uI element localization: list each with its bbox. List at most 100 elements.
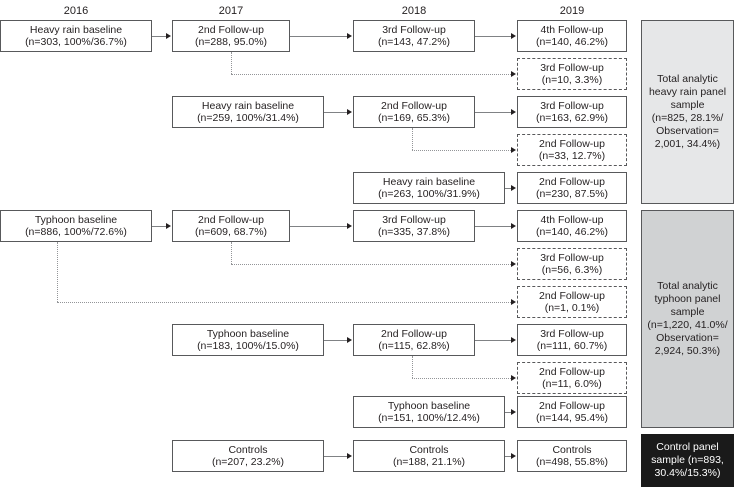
node-title: 3rd Follow-up [540,251,604,264]
node-title: 2nd Follow-up [539,365,605,378]
panel-line: 30.4%/15.3%) [654,467,721,479]
node-typhoon-baseline-2017[interactable]: Typhoon baseline (n=183, 100%/15.0%) [172,324,324,356]
node-stats: (n=288, 95.0%) [194,36,268,48]
node-typhoon-3rd-followup-2019[interactable]: 3rd Follow-up (n=111, 60.7%) [517,324,627,356]
year-header-2017: 2017 [218,5,244,17]
node-title: Heavy rain baseline [201,99,295,112]
node-heavy-rain-2nd-followup-2019[interactable]: 2nd Follow-up (n=230, 87.5%) [517,172,627,204]
connector-hr1-2017-2018 [290,36,347,37]
node-stats: (n=151, 100%/12.4%) [378,412,480,424]
node-stats: (n=140, 46.2%) [535,226,609,238]
year-header-2018: 2018 [401,5,427,17]
arrowhead [166,32,171,39]
node-controls-2018[interactable]: Controls (n=188, 21.1%) [353,440,505,472]
node-stats: (n=263, 100%/31.9%) [378,188,480,200]
node-typhoon-dropout-2nd-followup[interactable]: 2nd Follow-up (n=11, 6.0%) [517,362,627,394]
node-typhoon-baseline-2018[interactable]: Typhoon baseline (n=151, 100%/12.4%) [353,396,505,428]
node-title: 2nd Follow-up [381,99,447,112]
arrowhead [511,260,516,267]
node-typhoon-2nd-followup-2018[interactable]: 2nd Follow-up (n=115, 62.8%) [353,324,475,356]
node-title: 2nd Follow-up [539,137,605,150]
node-stats: (n=335, 37.8%) [377,226,451,238]
dropout-connector-hr2-vertical [412,128,413,150]
node-title: 3rd Follow-up [540,99,604,112]
arrowhead [347,336,352,343]
panel-total-heavy-rain-sample: Total analytic heavy rain panel sample (… [641,20,734,204]
panel-line: heavy rain panel [648,86,727,98]
node-typhoon-dropout-3rd-followup[interactable]: 3rd Follow-up (n=56, 6.3%) [517,248,627,280]
node-stats: (n=144, 95.4%) [535,412,609,424]
node-stats: (n=33, 12.7%) [538,150,606,162]
node-controls-2017[interactable]: Controls (n=207, 23.2%) [172,440,324,472]
node-typhoon-2nd-followup-2017[interactable]: 2nd Follow-up (n=609, 68.7%) [172,210,290,242]
node-heavy-rain-2nd-followup-2018[interactable]: 2nd Follow-up (n=169, 65.3%) [353,96,475,128]
node-title: 3rd Follow-up [382,213,446,226]
dropout-connector-ty0-vertical [57,242,58,302]
node-controls-2019[interactable]: Controls (n=498, 55.8%) [517,440,627,472]
node-stats: (n=163, 62.9%) [535,112,609,124]
dropout-connector-hr2-horizontal [412,150,511,151]
dropout-connector-ty2-horizontal [412,378,511,379]
node-stats: (n=230, 87.5%) [535,188,609,200]
arrowhead [347,108,352,115]
node-typhoon-2nd-followup-2019[interactable]: 2nd Follow-up (n=144, 95.4%) [517,396,627,428]
panel-line: (n=825, 28.1%/ [651,112,724,124]
connector-ty2-2018-2019 [475,340,511,341]
arrowhead [511,184,516,191]
node-heavy-rain-baseline-2018[interactable]: Heavy rain baseline (n=263, 100%/31.9%) [353,172,505,204]
connector-ty1-2016-2017 [152,226,166,227]
node-title: 2nd Follow-up [539,175,605,188]
node-stats: (n=10, 3.3%) [541,74,603,86]
node-stats: (n=11, 6.0%) [542,378,602,390]
arrowhead [511,336,516,343]
dropout-connector-ty1-vertical [231,242,232,264]
node-stats: (n=169, 65.3%) [377,112,451,124]
node-heavy-rain-baseline-2016[interactable]: Heavy rain baseline (n=303, 100%/36.7%) [0,20,152,52]
node-title: Typhoon baseline [206,327,290,340]
node-typhoon-4th-followup-2019[interactable]: 4th Follow-up (n=140, 46.2%) [517,210,627,242]
panel-control-sample: Control panel sample (n=893, 30.4%/15.3%… [641,434,734,487]
node-heavy-rain-3rd-followup-2019[interactable]: 3rd Follow-up (n=163, 62.9%) [517,96,627,128]
node-stats: (n=886, 100%/72.6%) [25,226,127,238]
panel-line: Total analytic [657,280,718,292]
node-title: 3rd Follow-up [540,327,604,340]
arrowhead [511,70,516,77]
year-header-2016: 2016 [63,5,89,17]
node-heavy-rain-baseline-2017[interactable]: Heavy rain baseline (n=259, 100%/31.4%) [172,96,324,128]
node-heavy-rain-4th-followup-2019[interactable]: 4th Follow-up (n=140, 46.2%) [517,20,627,52]
panel-line: Total analytic [657,73,718,85]
node-stats: (n=115, 62.8%) [378,340,450,352]
connector-ct-2018-2019 [505,456,511,457]
node-heavy-rain-dropout-3rd-followup[interactable]: 3rd Follow-up (n=10, 3.3%) [517,58,627,90]
node-heavy-rain-2nd-followup-2017[interactable]: 2nd Follow-up (n=288, 95.0%) [172,20,290,52]
panel-line: sample [670,99,705,111]
node-typhoon-3rd-followup-2018[interactable]: 3rd Follow-up (n=335, 37.8%) [353,210,475,242]
panel-line: Observation= [656,332,719,344]
node-heavy-rain-3rd-followup-2018[interactable]: 3rd Follow-up (n=143, 47.2%) [353,20,475,52]
connector-hr3-2018-2019 [505,188,511,189]
dropout-connector-ty2-vertical [412,356,413,378]
dropout-connector-hr1-vertical [231,52,232,74]
panel-line: 2,001, 34.4%) [654,138,721,150]
arrowhead [511,374,516,381]
node-title: 4th Follow-up [540,23,604,36]
arrowhead [511,408,516,415]
node-heavy-rain-dropout-2nd-followup[interactable]: 2nd Follow-up (n=33, 12.7%) [517,134,627,166]
node-stats: (n=207, 23.2%) [211,456,285,468]
node-title: 3rd Follow-up [382,23,446,36]
node-stats: (n=140, 46.2%) [535,36,609,48]
node-stats: (n=111, 60.7%) [536,340,608,352]
panel-line: sample (n=893, [651,454,724,466]
node-typhoon-dropout-2nd-followup-baseline[interactable]: 2nd Follow-up (n=1, 0.1%) [517,286,627,318]
node-stats: (n=1, 0.1%) [544,302,600,314]
connector-hr2-2017-2018 [324,112,347,113]
panel-line: 2,924, 50.3%) [654,345,721,357]
panel-line: (n=1,220, 41.0%/ [647,319,728,331]
node-typhoon-baseline-2016[interactable]: Typhoon baseline (n=886, 100%/72.6%) [0,210,152,242]
node-title: Typhoon baseline [34,213,118,226]
arrowhead [511,146,516,153]
node-title: 3rd Follow-up [540,61,604,74]
arrowhead [511,452,516,459]
connector-ty1-2017-2018 [290,226,347,227]
